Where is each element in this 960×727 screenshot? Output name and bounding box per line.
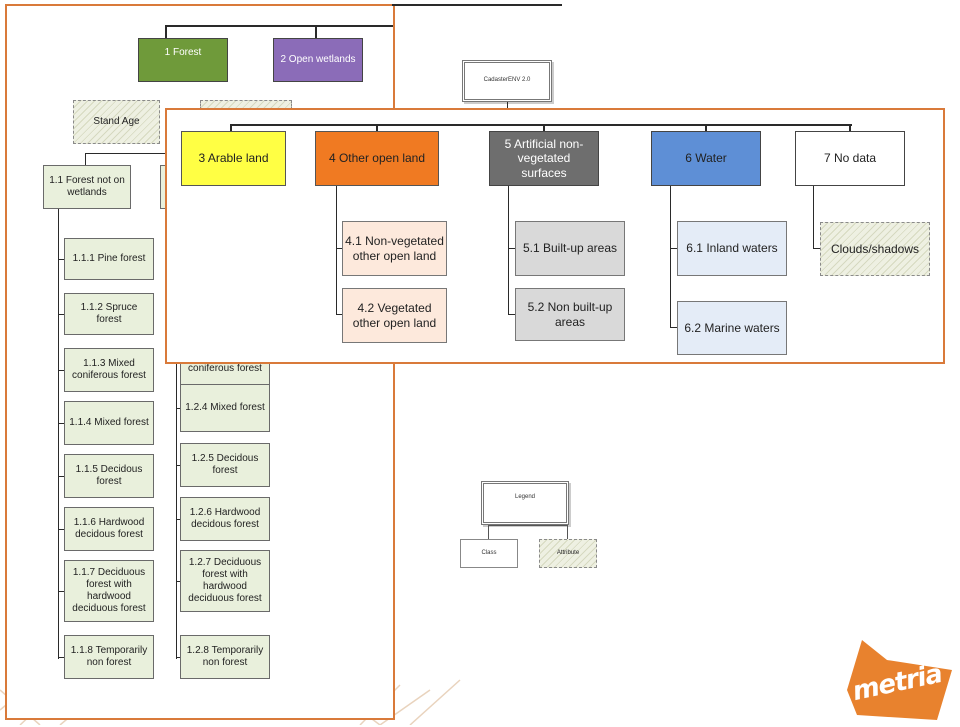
class-5-1: 5.1 Built-up areas xyxy=(515,221,625,276)
metria-logo: metria xyxy=(842,630,957,722)
connector xyxy=(508,248,515,249)
connector xyxy=(336,248,342,249)
class-2-open-wetlands: 2 Open wetlands xyxy=(273,38,363,82)
class-1-2-6: 1.2.6 Hardwood decidous forest xyxy=(180,497,270,541)
class-1-1-8: 1.1.8 Temporarily non forest xyxy=(64,635,154,679)
connector xyxy=(813,186,814,249)
connector xyxy=(176,465,180,466)
class-3-arable-land: 3 Arable land xyxy=(181,131,286,186)
class-6-1: 6.1 Inland waters xyxy=(677,221,787,276)
connector xyxy=(176,657,180,658)
connector xyxy=(176,408,180,409)
class-5-2: 5.2 Non built-up areas xyxy=(515,288,625,341)
attribute-clouds-shadows: Clouds/shadows xyxy=(820,222,930,276)
connector xyxy=(508,314,515,315)
class-1-2-5: 1.2.5 Decidous forest xyxy=(180,443,270,487)
connector xyxy=(165,25,393,27)
connector xyxy=(58,370,64,371)
connector xyxy=(58,657,64,658)
class-6-2: 6.2 Marine waters xyxy=(677,301,787,355)
class-6-water: 6 Water xyxy=(651,131,761,186)
class-4-2: 4.2 Vegetated other open land xyxy=(342,288,447,343)
connector xyxy=(58,423,64,424)
connector xyxy=(336,314,342,315)
connector xyxy=(567,525,568,539)
attribute-stand-age: Stand Age xyxy=(73,100,160,144)
legend-class: Class xyxy=(460,539,518,568)
connector xyxy=(508,186,509,314)
connector xyxy=(176,519,180,520)
class-1-1-4: 1.1.4 Mixed forest xyxy=(64,401,154,445)
class-1-1-1: 1.1.1 Pine forest xyxy=(64,238,154,280)
connector xyxy=(58,591,64,592)
connector xyxy=(58,529,64,530)
connector xyxy=(705,124,707,132)
legend-title: Legend xyxy=(481,481,569,525)
connector xyxy=(58,314,64,315)
connector xyxy=(670,186,671,327)
class-1-forest: 1 Forest xyxy=(138,38,228,82)
class-4-1: 4.1 Non-vegetated other open land xyxy=(342,221,447,276)
connector xyxy=(392,4,562,6)
connector xyxy=(376,124,378,132)
connector xyxy=(813,248,820,249)
class-5-artificial-surfaces: 5 Artificial non-vegetated surfaces xyxy=(489,131,599,186)
connector xyxy=(165,25,167,39)
connector xyxy=(85,153,86,166)
connector xyxy=(849,124,851,132)
connector xyxy=(58,259,64,260)
class-1-1-forest-not-on-wetlands: 1.1 Forest not on wetlands xyxy=(43,165,131,209)
legend-attribute: Attribute xyxy=(539,539,597,568)
connector xyxy=(58,476,64,477)
class-1-1-6: 1.1.6 Hardwood decidous forest xyxy=(64,507,154,551)
class-1-1-2: 1.1.2 Spruce forest xyxy=(64,293,154,335)
connector xyxy=(507,102,508,110)
connector xyxy=(176,209,177,659)
class-4-other-open-land: 4 Other open land xyxy=(315,131,439,186)
connector xyxy=(543,124,545,132)
connector xyxy=(336,186,337,314)
class-1-2-7: 1.2.7 Deciduous forest with hardwood dec… xyxy=(180,550,270,612)
root-cadasterenv: CadasterENV 2.0 xyxy=(462,60,552,102)
metria-logo-mark xyxy=(847,640,952,720)
class-1-1-3: 1.1.3 Mixed coniferous forest xyxy=(64,348,154,392)
connector xyxy=(85,153,180,154)
connector xyxy=(315,25,317,39)
connector xyxy=(488,525,489,539)
class-1-2-4: 1.2.4 Mixed forest xyxy=(180,384,270,432)
class-1-1-5: 1.1.5 Decidous forest xyxy=(64,454,154,498)
connector xyxy=(670,327,677,328)
attribute-box-hidden xyxy=(200,100,292,110)
connector xyxy=(488,525,568,526)
class-7-no-data: 7 No data xyxy=(795,131,905,186)
class-1-1-7: 1.1.7 Deciduous forest with hardwood dec… xyxy=(64,560,154,622)
connector xyxy=(230,124,232,132)
connector xyxy=(58,209,59,659)
connector xyxy=(176,581,180,582)
connector xyxy=(670,248,677,249)
connector xyxy=(230,124,852,126)
class-1-2-8: 1.2.8 Temporarily non forest xyxy=(180,635,270,679)
